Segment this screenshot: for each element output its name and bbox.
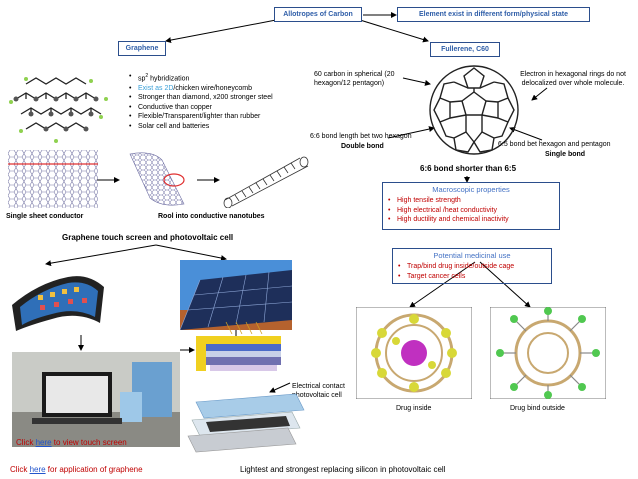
graphene-prop-4: Conductive than copper [129, 103, 338, 113]
medicinal-use-box: Potential medicinal use Trap/bind drug i… [392, 248, 552, 284]
buckyball-image [424, 58, 524, 162]
solar-panel-image [180, 260, 292, 330]
drug-inside-image [356, 307, 472, 399]
single-bond-label: Single bond [545, 151, 586, 158]
click-touch-link-text[interactable]: Click here to view touch screen [16, 438, 127, 447]
graphene-title-box: Graphene [118, 41, 166, 56]
macro-item-3: High ductility and chemical inactivity [388, 215, 555, 225]
shorter-bond-label: 6:6 bond shorter than 6:5 [420, 164, 517, 173]
macro-properties-list: High tensile strength High electrical /h… [387, 196, 555, 225]
element-forms-box: Element exist in different form/physical… [397, 7, 590, 22]
touch-screen-heading: Graphene touch screen and photovoltaic c… [62, 233, 234, 242]
sixty-carbon-text: 60 carbon in spherical (20 hexagon/12 pe… [314, 71, 395, 87]
photovoltaic-cell-image [196, 320, 291, 382]
graphene-layers-image [186, 390, 306, 455]
click-app-link-text[interactable]: Click here for application of graphene [10, 465, 143, 474]
nanotube-image [220, 150, 312, 208]
macro-item-1: High tensile strength [388, 196, 555, 206]
nanotube-roll-image [122, 150, 197, 208]
roll-label: Rool into conductive nanotubes [158, 213, 265, 220]
medicinal-item-2: Target cancer cells [398, 272, 547, 282]
macro-item-2: High electrical /heat conductivity [388, 206, 555, 216]
electron-text: Electron in hexagonal rings do not deloc… [520, 71, 626, 87]
drug-inside-label: Drug inside [396, 405, 432, 412]
double-bond-label: Double bond [341, 143, 384, 150]
graphene-prop-5: Flexible/Transparent/lighter than rubber [129, 112, 338, 122]
tablet-demo-image [12, 352, 180, 447]
graphene-prop-6: Solar cell and batteries [129, 122, 338, 132]
macro-properties-box: Macroscopic properties High tensile stre… [382, 182, 560, 230]
graphene-lattice-image [6, 59, 116, 151]
allotropes-box: Allotropes of Carbon [274, 7, 362, 22]
graphene-prop-2: Exist as 2D/chicken wire/honeycomb [129, 84, 338, 94]
bond65-text: 6:5 bond bet hexagon and pentagon [498, 141, 611, 148]
graphene-properties-list: sp2 hybridization Exist as 2D/chicken wi… [128, 72, 338, 131]
flexible-phone-image [8, 265, 108, 333]
medicinal-item-1: Trap/bind drug inside/outside cage [398, 262, 547, 272]
graphene-prop-3: Stronger than diamond, x200 stronger ste… [129, 93, 338, 103]
bond66-text: 6:6 bond length bet two hexagon [310, 133, 412, 140]
single-sheet-label: Single sheet conductor [6, 213, 84, 220]
drug-outside-label: Drug bind outside [510, 405, 565, 412]
fullerene-title-box: Fullerene, C60 [430, 42, 500, 57]
medicinal-use-title: Potential medicinal use [433, 251, 511, 260]
application-link[interactable]: here [29, 465, 46, 474]
lightest-caption: Lightest and strongest replacing silicon… [240, 465, 446, 474]
graphene-prop-1: sp2 hybridization [129, 72, 338, 84]
drug-outside-image [490, 307, 606, 399]
electrical-contact-label: Electrical contact photovoltaic cell [292, 383, 345, 399]
macro-properties-title: Macroscopic properties [432, 185, 510, 194]
graphene-sheet-image [8, 150, 98, 208]
medicinal-use-list: Trap/bind drug inside/outside cage Targe… [397, 262, 547, 281]
touch-screen-link[interactable]: here [35, 438, 52, 447]
